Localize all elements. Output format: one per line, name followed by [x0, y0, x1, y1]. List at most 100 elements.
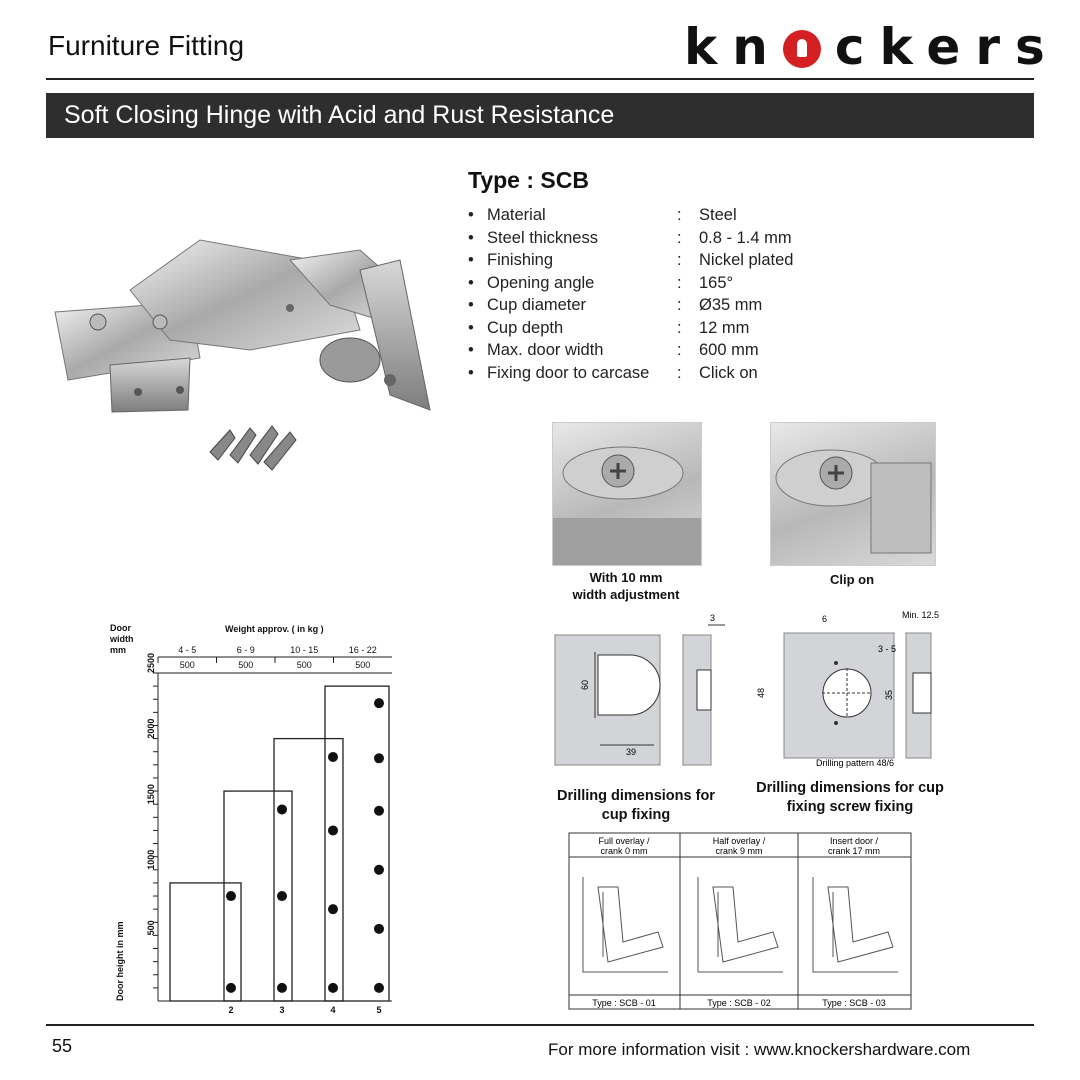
spec-key: Steel thickness	[487, 228, 598, 247]
dim-3-label: 3	[710, 613, 715, 623]
hinge-position-dot	[374, 864, 384, 875]
weight-range-label: 10 - 15	[290, 645, 318, 655]
spec-value: Ø35 mm	[699, 296, 763, 314]
spec-list: •Material:Steel •Steel thickness:0.8 - 1…	[468, 206, 793, 386]
width-adjustment-photo	[552, 422, 702, 566]
screw-fixing-drilling-diagram: 6 3 - 5 48 35 Drilling pattern 48/6 Min.…	[756, 610, 939, 768]
footer-divider	[46, 1024, 1034, 1026]
y-tick-label: 500	[146, 920, 156, 935]
spec-key: Fixing door to carcase	[487, 363, 650, 382]
chart-y-head-line: width	[110, 634, 134, 644]
y-tick-label: 1500	[146, 784, 156, 804]
hinge-position-dot	[374, 698, 384, 709]
dim-39-label: 39	[626, 747, 636, 757]
overlay-footer: Type : SCB - 03	[822, 998, 886, 1008]
hinge-position-dot	[374, 805, 384, 816]
cup-fixing-caption: Drilling dimensions for cup fixing	[550, 787, 722, 825]
dim-35-label: 35	[884, 690, 894, 700]
y-axis-label: Door height in mm	[115, 922, 125, 1002]
spec-key: Material	[487, 206, 546, 224]
dim-6-label: 6	[822, 614, 827, 624]
y-tick-label: 2500	[146, 653, 156, 673]
chart-y-head-line: Door	[110, 623, 131, 633]
product-banner: Soft Closing Hinge with Acid and Rust Re…	[46, 93, 1034, 138]
spec-item: •Opening angle:165°	[468, 274, 793, 297]
chart-y-head-line: mm	[110, 645, 126, 655]
clip-screw-icon	[775, 449, 932, 554]
spec-key: Finishing	[487, 251, 554, 269]
width-adjustment-caption: With 10 mm width adjustment	[552, 569, 700, 603]
hinge-count-label: 5	[376, 1005, 381, 1015]
hinge-position-dot	[226, 982, 236, 993]
dim-3-5-label: 3 - 5	[878, 644, 896, 654]
spec-item: •Material:Steel	[468, 206, 793, 229]
door-width-label: 500	[355, 660, 370, 670]
hinge-product-image	[54, 239, 431, 471]
cup-fixing-drilling-diagram: 60 39 3	[554, 613, 725, 766]
overlay-footer: Type : SCB - 01	[592, 998, 656, 1008]
overlay-header: crank 17 mm	[828, 846, 880, 856]
hinge-position-dot	[277, 891, 287, 902]
chart-title: Weight approv. ( in kg )	[225, 624, 324, 634]
overlay-header: Half overlay /	[713, 836, 766, 846]
weight-range-label: 6 - 9	[237, 645, 255, 655]
footer-website-text: For more information visit : www.knocker…	[548, 1040, 971, 1059]
drilling-pattern-label: Drilling pattern 48/6	[816, 758, 894, 768]
spec-value: Steel	[699, 206, 737, 224]
caption-line: With 10 mm	[589, 570, 663, 585]
hinge-count-label: 2	[228, 1005, 233, 1015]
product-type-title: Type : SCB	[468, 167, 589, 193]
screw-fixing-caption: Drilling dimensions for cup fixing screw…	[752, 779, 948, 817]
spec-item: •Fixing door to carcase:Click on	[468, 364, 793, 387]
caption-line: cup fixing	[601, 807, 671, 823]
hinge-position-dot	[277, 804, 287, 815]
overlay-header: crank 9 mm	[715, 846, 762, 856]
spec-item: •Steel thickness:0.8 - 1.4 mm	[468, 229, 793, 252]
spec-value: Click on	[699, 363, 758, 382]
hinge-position-dot	[374, 982, 384, 993]
spec-key: Cup diameter	[487, 296, 587, 314]
adjust-screw-icon	[553, 446, 701, 565]
header-divider	[46, 78, 1034, 80]
hinge-zone-box	[273, 737, 344, 1002]
hinge-position-dot	[374, 923, 384, 934]
spec-value: 0.8 - 1.4 mm	[699, 228, 792, 247]
spec-value: Nickel plated	[699, 251, 794, 269]
spec-value: 12 mm	[699, 318, 750, 337]
hinge-position-dot	[328, 751, 338, 762]
clip-on-caption: Clip on	[829, 572, 875, 587]
caption-line: Drilling dimensions for	[557, 788, 715, 804]
spec-item: •Cup diameter:Ø35 mm	[468, 296, 793, 319]
keyhole-icon	[782, 30, 821, 68]
brand-logo-text-start: kn	[684, 18, 783, 76]
hinge-position-dot	[328, 904, 338, 915]
dim-48-label: 48	[756, 688, 766, 698]
y-tick-label: 2000	[146, 719, 156, 739]
dim-min-label: Min. 12.5	[902, 610, 939, 620]
caption-line: fixing screw fixing	[786, 799, 914, 815]
caption-line: Drilling dimensions for cup	[756, 780, 944, 796]
dim-60-label: 60	[580, 680, 590, 690]
overlay-header: crank 0 mm	[600, 846, 647, 856]
overlay-header: Insert door /	[830, 836, 879, 846]
page-number: 55	[52, 1036, 73, 1056]
y-tick-label: 1000	[146, 850, 156, 870]
weight-range-label: 4 - 5	[178, 645, 196, 655]
section-title: Furniture Fitting	[48, 30, 245, 61]
door-width-label: 500	[180, 660, 195, 670]
hinge-position-dot	[328, 982, 338, 993]
door-width-label: 500	[238, 660, 253, 670]
brand-logo-text-end: ckers	[834, 18, 1060, 76]
hinge-position-dot	[374, 753, 384, 764]
spec-key: Cup depth	[487, 318, 564, 337]
clip-on-photo	[770, 422, 936, 566]
spec-key: Max. door width	[487, 341, 604, 359]
hinge-position-dot	[226, 891, 236, 902]
spec-item: •Max. door width:600 mm	[468, 341, 793, 364]
caption-line: width adjustment	[572, 587, 680, 602]
overlay-header: Full overlay /	[598, 836, 650, 846]
hinge-count-label: 4	[330, 1005, 335, 1015]
